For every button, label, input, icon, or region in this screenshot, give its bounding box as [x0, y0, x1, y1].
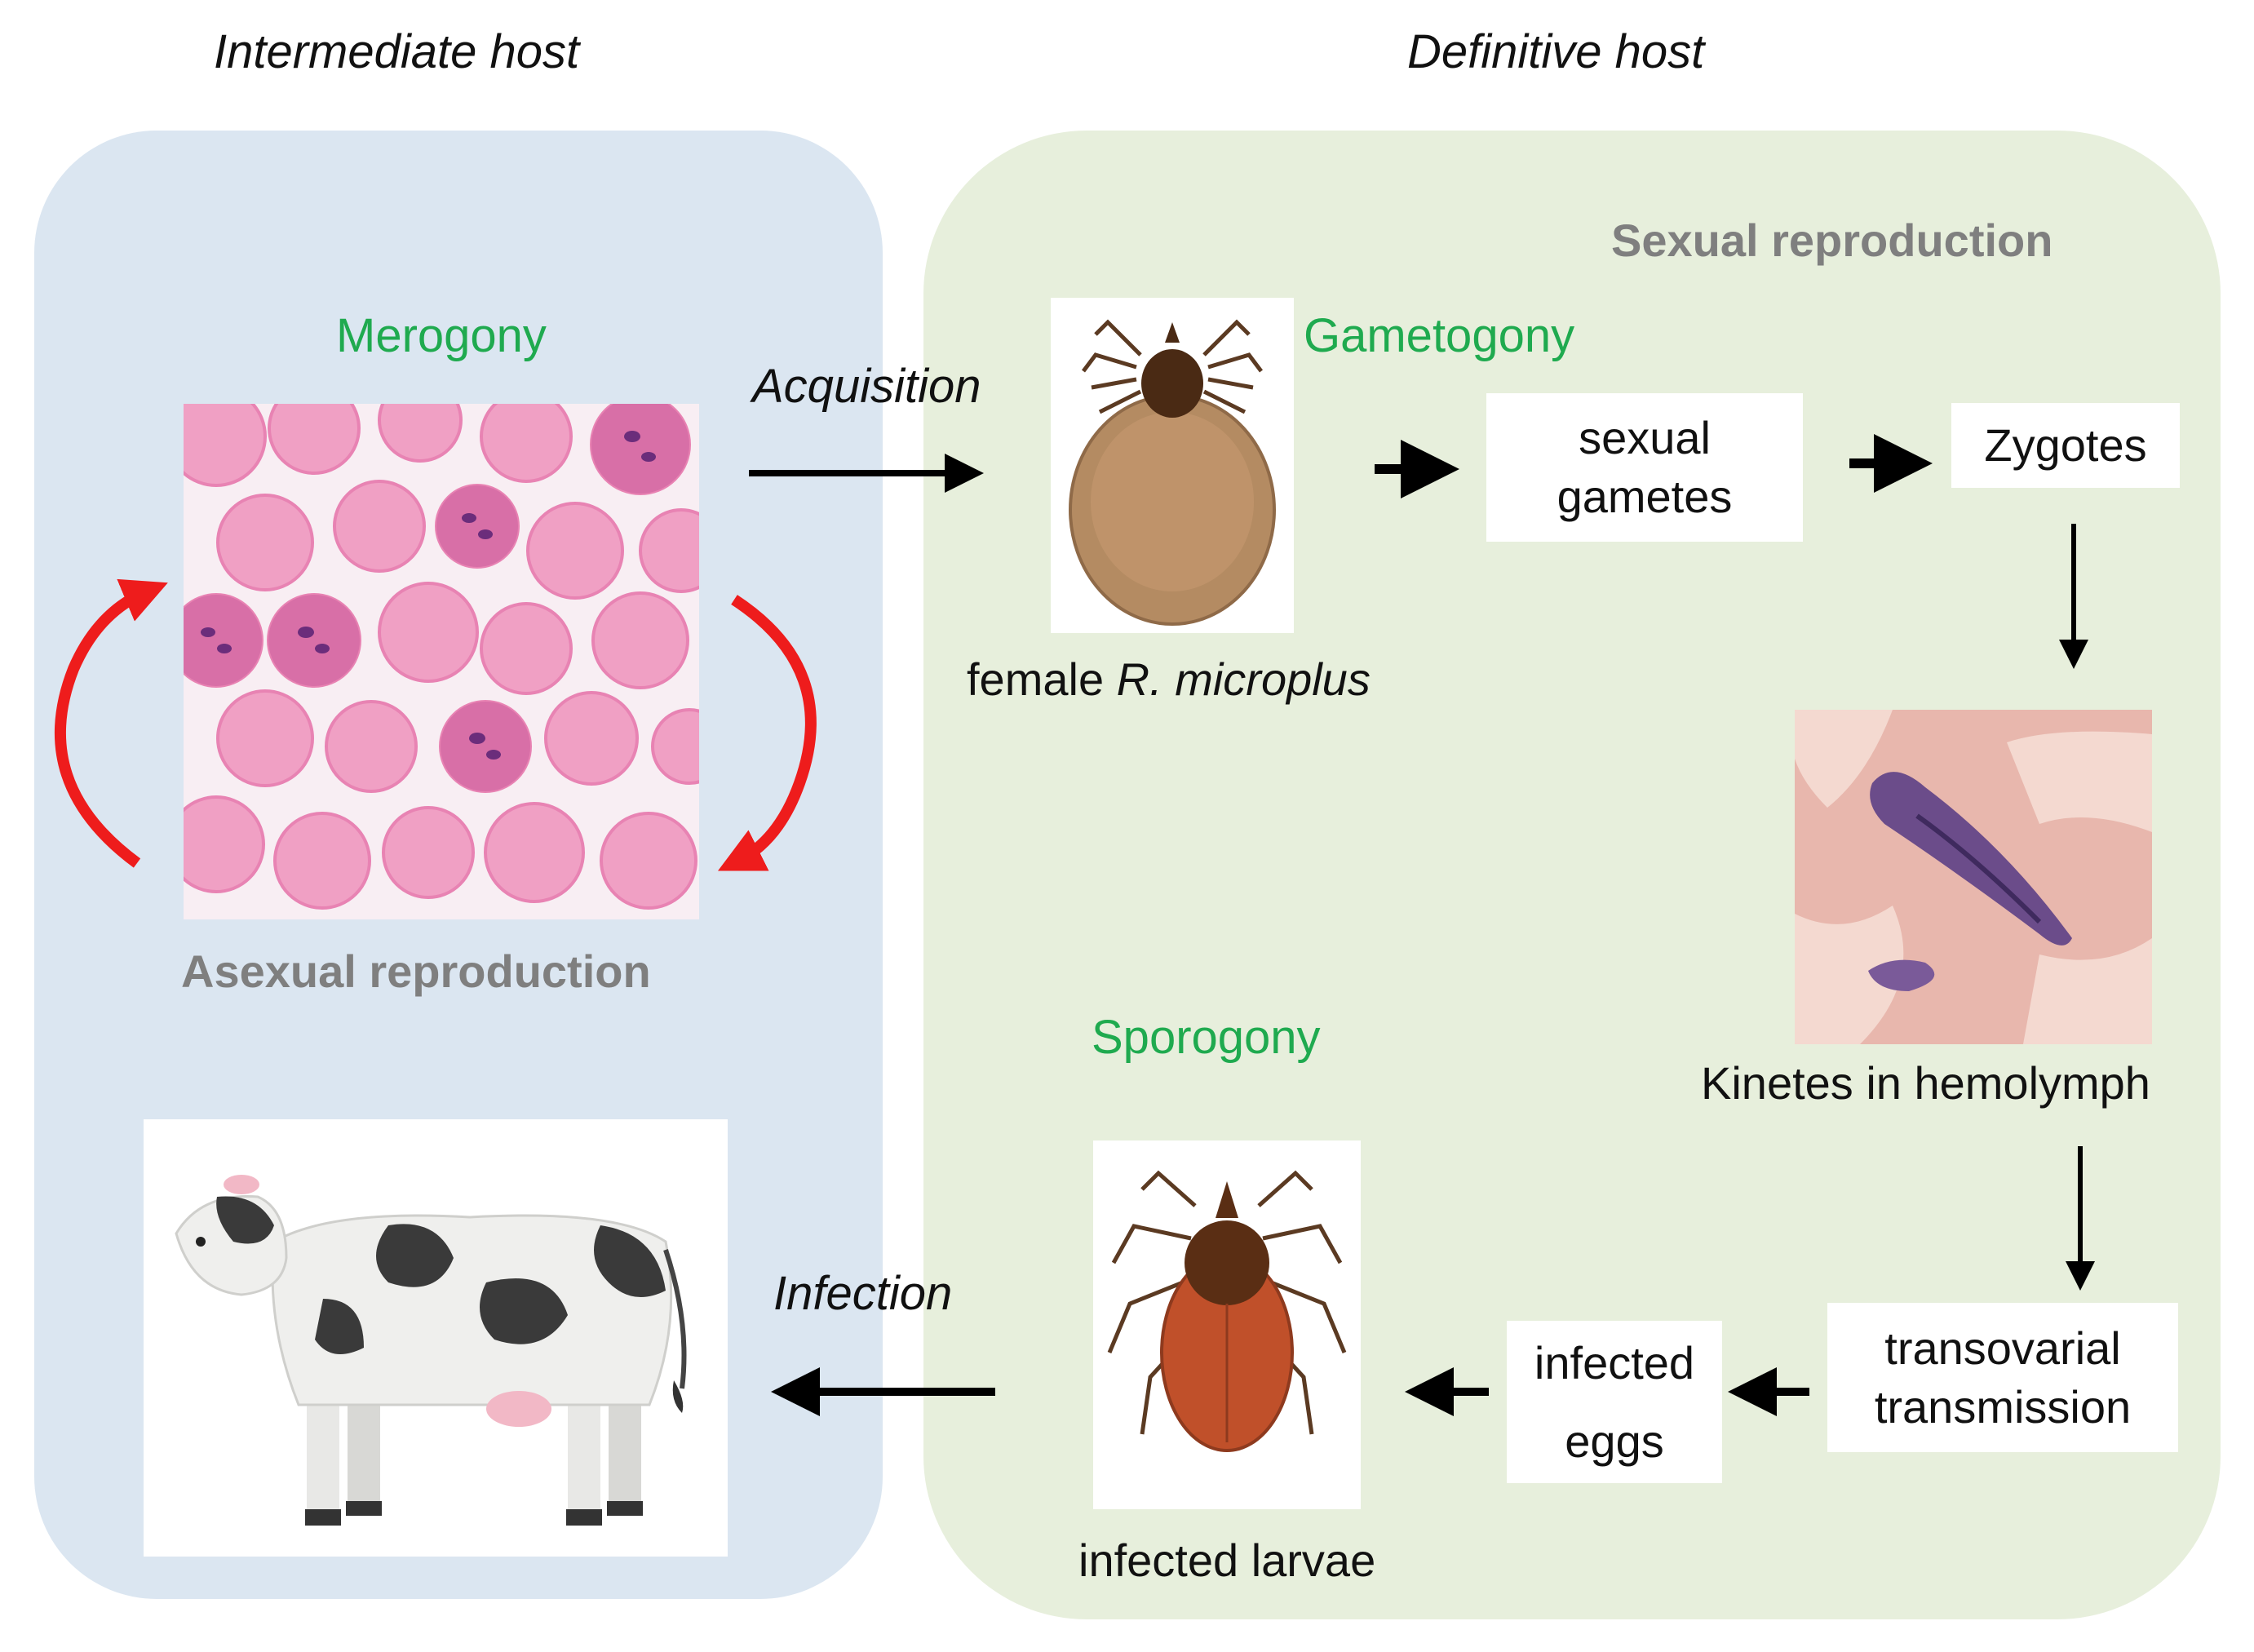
infected-larvae-label: infected larvae: [1078, 1535, 1376, 1586]
sexual-reproduction-label: Sexual reproduction: [1611, 215, 2053, 266]
asexual-reproduction-label: Asexual reproduction: [181, 946, 651, 997]
kinetes-label: Kinetes in hemolymph: [1701, 1057, 2150, 1109]
intermediate-host-header: Intermediate host: [214, 25, 580, 78]
sexual-gametes-label: sexual gametes: [1557, 412, 1733, 522]
infected-larvae-image: [1093, 1140, 1361, 1509]
transovarial-transmission-label: transovarial transmission: [1874, 1322, 2132, 1433]
infected-red-blood-cells-image: [184, 404, 699, 919]
sporogony-label: Sporogony: [1092, 1011, 1321, 1064]
kinetes-image: [1795, 710, 2152, 1044]
sexual-gametes-box: sexual gametes: [1486, 393, 1803, 542]
transovarial-transmission-box: transovarial transmission: [1827, 1303, 2178, 1452]
infected-eggs-box: infected eggs: [1507, 1321, 1722, 1483]
tick-icon: [1082, 319, 1263, 414]
merogony-cycle-arrow-right: [717, 595, 817, 871]
definitive-host-header: Definitive host: [1407, 25, 1705, 78]
infected-eggs-label: infected eggs: [1534, 1337, 1695, 1467]
female-tick-label-prefix: female: [967, 653, 1117, 705]
infection-label: Infection: [773, 1267, 953, 1320]
merogony-cycle-arrow-left: [54, 578, 168, 868]
gametogony-label: Gametogony: [1304, 309, 1575, 362]
female-tick-label: female R. microplus: [967, 653, 1371, 706]
cow-image: [144, 1119, 728, 1557]
female-tick-image: [1051, 298, 1294, 633]
zygotes-label: Zygotes: [1984, 419, 2147, 472]
female-tick-species: R. microplus: [1116, 653, 1371, 705]
merogony-label: Merogony: [336, 309, 547, 362]
cow-icon: [175, 1175, 687, 1526]
acquisition-label: Acquisition: [752, 360, 981, 413]
zygotes-box: Zygotes: [1951, 403, 2180, 488]
